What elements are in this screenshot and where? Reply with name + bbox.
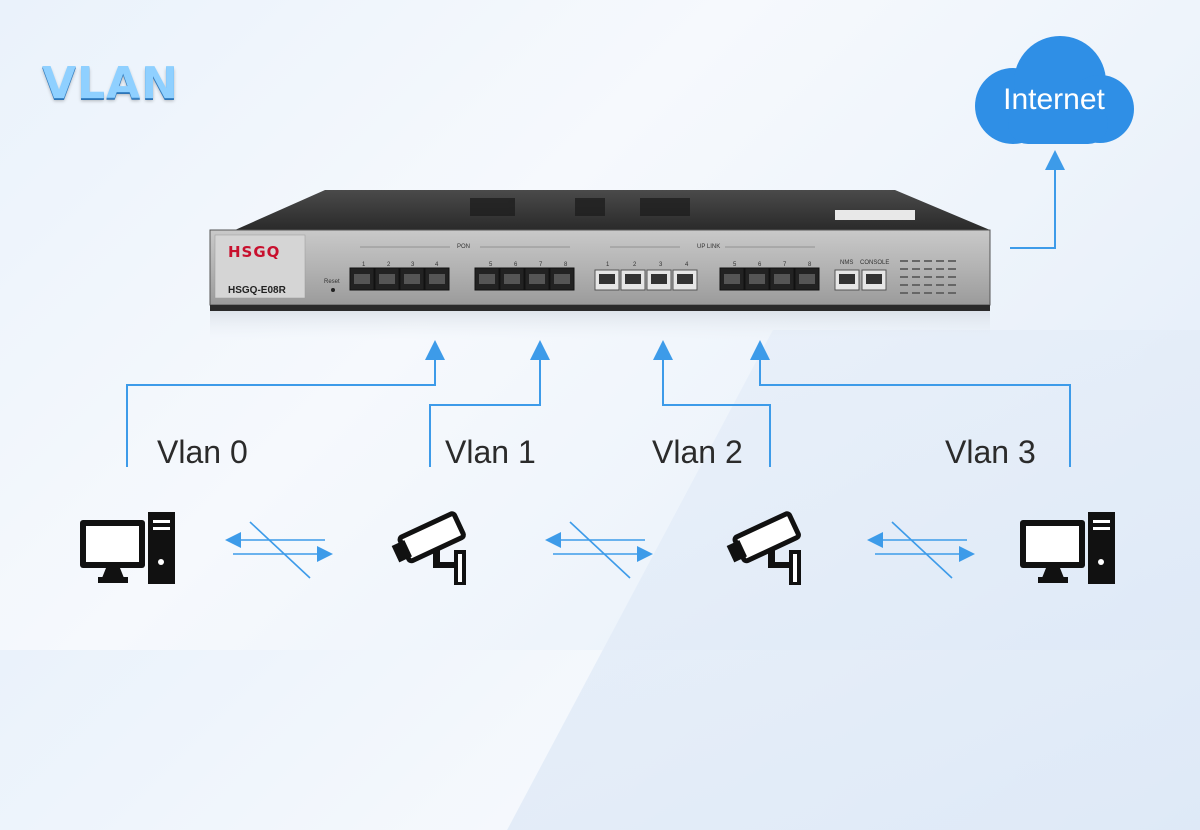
- uplink-sfp-ports: [719, 267, 820, 291]
- computer-icon: [80, 512, 175, 584]
- pon-group-label: PON: [457, 244, 471, 250]
- diagram-title: VLAN: [42, 58, 179, 109]
- vlan0-line: [126, 340, 445, 467]
- vlan-label-3: Vlan 3: [945, 434, 1036, 470]
- uplink-port-number: 3: [659, 262, 663, 268]
- pon-ports: [349, 267, 575, 291]
- vlan-label-2: Vlan 2: [652, 434, 743, 470]
- internet-label: Internet: [1003, 83, 1105, 116]
- olt-device: [209, 190, 991, 340]
- pon-port-number: 6: [514, 262, 518, 268]
- pon-port-number: 1: [362, 262, 366, 268]
- internet-uplink-line: [1010, 150, 1065, 249]
- uplink-port-number: 2: [633, 262, 637, 268]
- vlan3-line: [750, 340, 1071, 467]
- blocked-arrow-2-3: [867, 521, 975, 579]
- reset-label: Reset: [324, 279, 340, 285]
- pon-port-number: 5: [489, 262, 493, 268]
- pon-port-number: 2: [387, 262, 391, 268]
- status-leds: [900, 260, 956, 294]
- pon-port-number: 4: [435, 262, 439, 268]
- internet-cloud-icon: [975, 36, 1134, 144]
- console-label: CONSOLE: [860, 260, 890, 266]
- security-camera-icon: [391, 511, 466, 585]
- vlan2-line: [653, 340, 771, 467]
- nms-label: NMS: [840, 260, 854, 266]
- vlan-label-0: Vlan 0: [157, 434, 248, 470]
- blocked-arrows: [225, 521, 975, 579]
- blocked-arrow-0-1: [225, 521, 333, 579]
- uplink-port-number: 8: [808, 262, 812, 268]
- security-camera-icon: [726, 511, 801, 585]
- vlan-label-1: Vlan 1: [445, 434, 536, 470]
- management-ports: [834, 269, 887, 291]
- uplink-rj45-ports: [594, 269, 698, 291]
- computer-icon: [1020, 512, 1115, 584]
- pon-port-number: 7: [539, 262, 543, 268]
- device-brand-logo: HSGQ: [228, 243, 281, 261]
- uplink-port-number: 5: [733, 262, 737, 268]
- device-model-label: HSGQ-E08R: [228, 285, 286, 296]
- vlan1-line: [429, 340, 550, 467]
- uplink-port-number: 4: [685, 262, 689, 268]
- pon-port-number: 3: [411, 262, 415, 268]
- uplink-group-label: UP LINK: [697, 244, 721, 250]
- connection-lines: [126, 150, 1071, 579]
- uplink-port-number: 6: [758, 262, 762, 268]
- blocked-arrow-1-2: [545, 521, 653, 579]
- uplink-port-number: 7: [783, 262, 787, 268]
- vlan-diagram: VLAN Internet: [42, 36, 1200, 830]
- pon-port-number: 8: [564, 262, 568, 268]
- uplink-port-number: 1: [606, 262, 610, 268]
